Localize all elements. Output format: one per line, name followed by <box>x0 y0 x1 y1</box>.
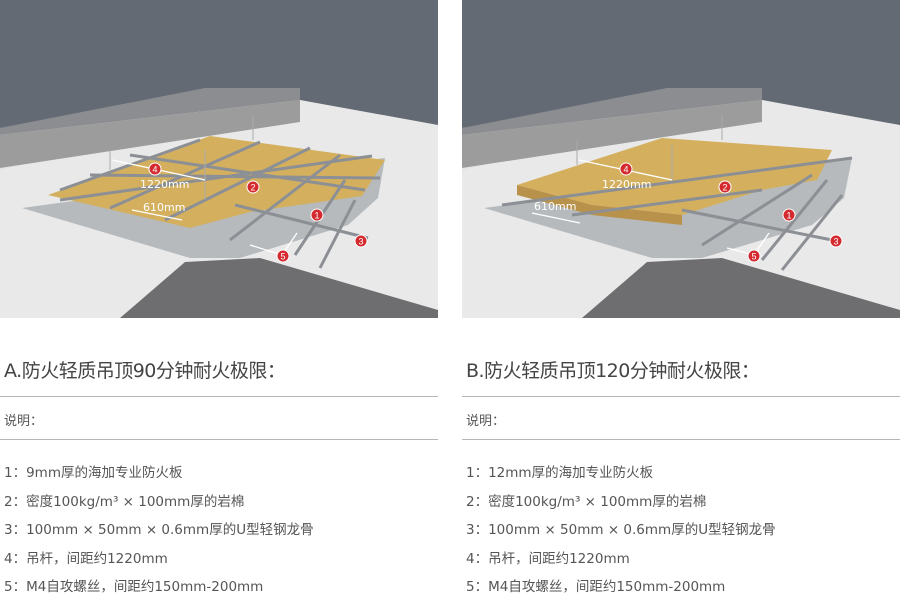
panel-90min: 1220mm 610mm 1 2 3 4 5 A.防火轻质吊顶90分钟耐火极限：… <box>0 0 438 595</box>
section-title: A.防火轻质吊顶90分钟耐火极限： <box>4 360 286 382</box>
svg-text:1: 1 <box>314 211 319 221</box>
dimension-1220: 1220mm <box>140 178 189 191</box>
spec-item: 4：吊杆，间距约1220mm <box>466 550 630 567</box>
marker-2: 2 <box>246 180 260 194</box>
divider <box>0 439 438 440</box>
marker-1: 1 <box>310 208 324 222</box>
marker-5: 5 <box>747 249 761 263</box>
marker-3: 3 <box>354 234 368 248</box>
spec-item: 3：100mm × 50mm × 0.6mm厚的U型轻钢龙骨 <box>466 522 776 538</box>
marker-3: 3 <box>829 234 843 248</box>
spec-item: 1：9mm厚的海加专业防火板 <box>4 465 183 481</box>
spec-item: 5：M4自攻螺丝，间距约150mm-200mm <box>4 579 264 595</box>
svg-text:1: 1 <box>786 211 791 221</box>
marker-5: 5 <box>276 249 290 263</box>
svg-text:5: 5 <box>280 252 285 262</box>
spec-item: 2：密度100kg/m³ × 100mm厚的岩棉 <box>4 493 245 510</box>
spec-list: 1：9mm厚的海加专业防火板 2：密度100kg/m³ × 100mm厚的岩棉 … <box>4 459 314 602</box>
panel-120min: 1220mm 610mm 1 2 3 4 5 B.防火轻质吊顶120分钟耐火极限… <box>462 0 900 595</box>
divider <box>462 396 900 397</box>
svg-text:4: 4 <box>152 165 157 175</box>
divider <box>462 439 900 440</box>
divider <box>0 396 438 397</box>
marker-1: 1 <box>782 208 796 222</box>
spec-item: 5：M4自攻螺丝，间距约150mm-200mm <box>466 579 726 595</box>
spec-item: 1：12mm厚的海加专业防火板 <box>466 465 654 481</box>
svg-text:3: 3 <box>358 237 363 247</box>
marker-2: 2 <box>718 180 732 194</box>
svg-text:3: 3 <box>833 237 838 247</box>
spec-item: 3：100mm × 50mm × 0.6mm厚的U型轻钢龙骨 <box>4 522 314 538</box>
ceiling-illustration-90min: 1220mm 610mm 1 2 3 4 5 <box>0 0 438 318</box>
marker-4: 4 <box>619 162 633 176</box>
svg-text:5: 5 <box>751 252 756 262</box>
spec-list: 1：12mm厚的海加专业防火板 2：密度100kg/m³ × 100mm厚的岩棉… <box>466 459 776 602</box>
svg-text:2: 2 <box>250 183 255 193</box>
note-label: 说明： <box>466 414 506 429</box>
marker-4: 4 <box>148 162 162 176</box>
svg-text:2: 2 <box>722 183 727 193</box>
svg-text:4: 4 <box>623 165 628 175</box>
spec-item: 4：吊杆，间距约1220mm <box>4 550 168 567</box>
section-title: B.防火轻质吊顶120分钟耐火极限： <box>466 360 760 382</box>
spec-item: 2：密度100kg/m³ × 100mm厚的岩棉 <box>466 493 707 510</box>
note-label: 说明： <box>4 414 44 429</box>
dimension-1220: 1220mm <box>602 178 651 191</box>
dimension-610: 610mm <box>143 201 185 214</box>
ceiling-illustration-120min: 1220mm 610mm 1 2 3 4 5 <box>462 0 900 318</box>
dimension-610: 610mm <box>534 200 576 213</box>
